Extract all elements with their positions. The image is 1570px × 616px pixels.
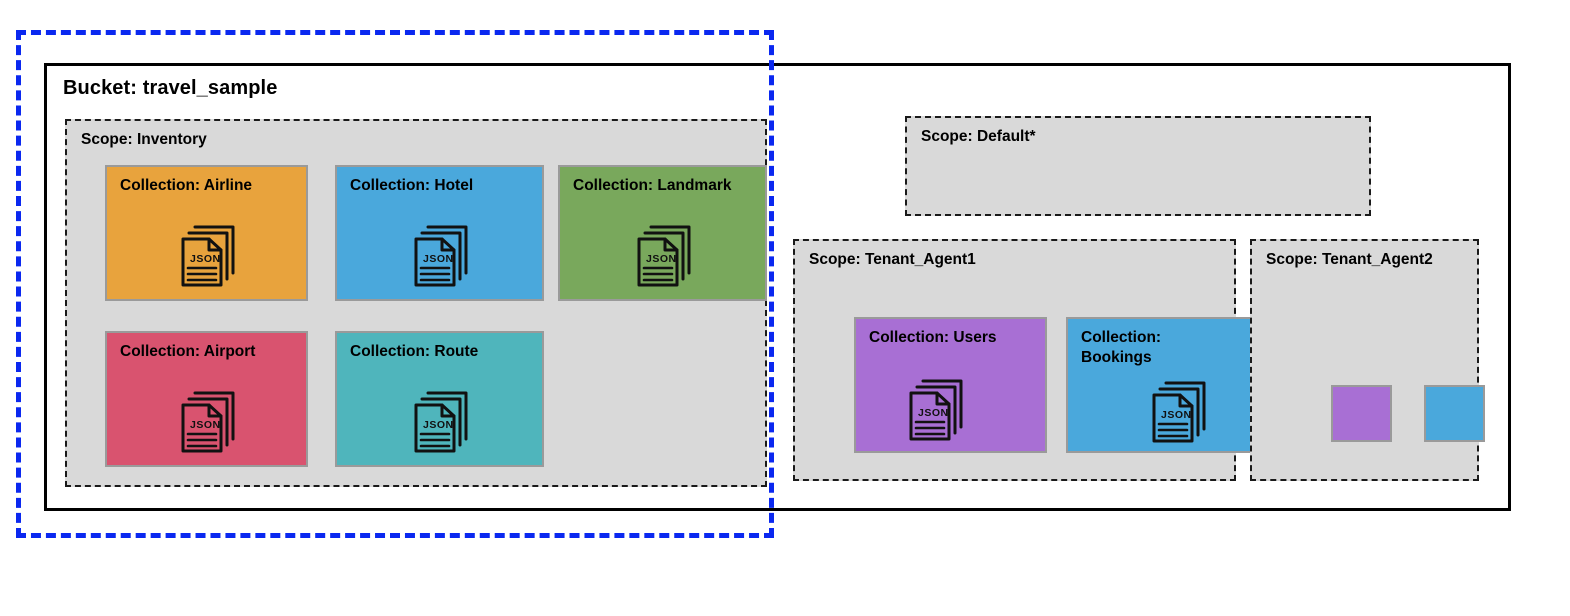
scope-default-label: Scope: Default* <box>921 128 1036 145</box>
scope-tenant-agent2: Scope: Tenant_Agent2 <box>1250 239 1485 481</box>
svg-text:JSON: JSON <box>646 253 677 265</box>
svg-text:JSON: JSON <box>423 253 454 265</box>
collection-tile-landmark[interactable]: Collection: Landmark JSON <box>558 165 767 301</box>
scope-tenant-agent2-label: Scope: Tenant_Agent2 <box>1266 251 1433 268</box>
scope-inventory: Scope: Inventory Collection: Airline JSO… <box>65 119 767 487</box>
collection-tile-airline[interactable]: Collection: Airline JSON <box>105 165 308 301</box>
bucket-title: Bucket: travel_sample <box>63 77 278 99</box>
svg-text:JSON: JSON <box>918 407 949 419</box>
collection-tile-bookings[interactable]: Collection: Bookings JSON <box>1066 317 1259 453</box>
collection-swatch-blue[interactable] <box>1424 385 1485 442</box>
json-documents-icon: JSON <box>897 373 973 445</box>
scope-default: Scope: Default* <box>905 116 1371 216</box>
json-documents-icon: JSON <box>625 219 701 291</box>
collection-tile-route[interactable]: Collection: Route JSON <box>335 331 544 467</box>
svg-text:JSON: JSON <box>190 419 221 431</box>
json-documents-icon: JSON <box>402 385 478 457</box>
json-documents-icon: JSON <box>169 219 245 291</box>
scope-inventory-label: Scope: Inventory <box>81 131 207 148</box>
json-documents-icon: JSON <box>1140 375 1216 447</box>
collection-swatch-purple[interactable] <box>1331 385 1392 442</box>
svg-text:JSON: JSON <box>190 253 221 265</box>
svg-text:JSON: JSON <box>1161 409 1192 421</box>
collection-tile-hotel[interactable]: Collection: Hotel JSON <box>335 165 544 301</box>
collection-tile-airport[interactable]: Collection: Airport JSON <box>105 331 308 467</box>
collection-label: Collection: Airport <box>120 343 256 360</box>
scope-tenant-agent1: Scope: Tenant_Agent1 Collection: Users J… <box>793 239 1259 481</box>
json-documents-icon: JSON <box>169 385 245 457</box>
collection-label: Collection: Airline <box>120 177 253 194</box>
collection-label: Collection: Landmark <box>573 177 732 194</box>
collection-tile-users[interactable]: Collection: Users JSON <box>854 317 1047 453</box>
json-documents-icon: JSON <box>402 219 478 291</box>
bucket-container: Bucket: travel_sample Scope: Inventory C… <box>44 63 1511 511</box>
collection-label: Collection: Hotel <box>350 177 474 194</box>
svg-text:JSON: JSON <box>423 419 454 431</box>
collection-label: Collection: Route <box>350 343 479 360</box>
scope-tenant-agent1-label: Scope: Tenant_Agent1 <box>809 251 976 268</box>
collection-label: Collection: Users <box>869 329 997 346</box>
collection-label: Collection: Bookings <box>1081 329 1162 367</box>
